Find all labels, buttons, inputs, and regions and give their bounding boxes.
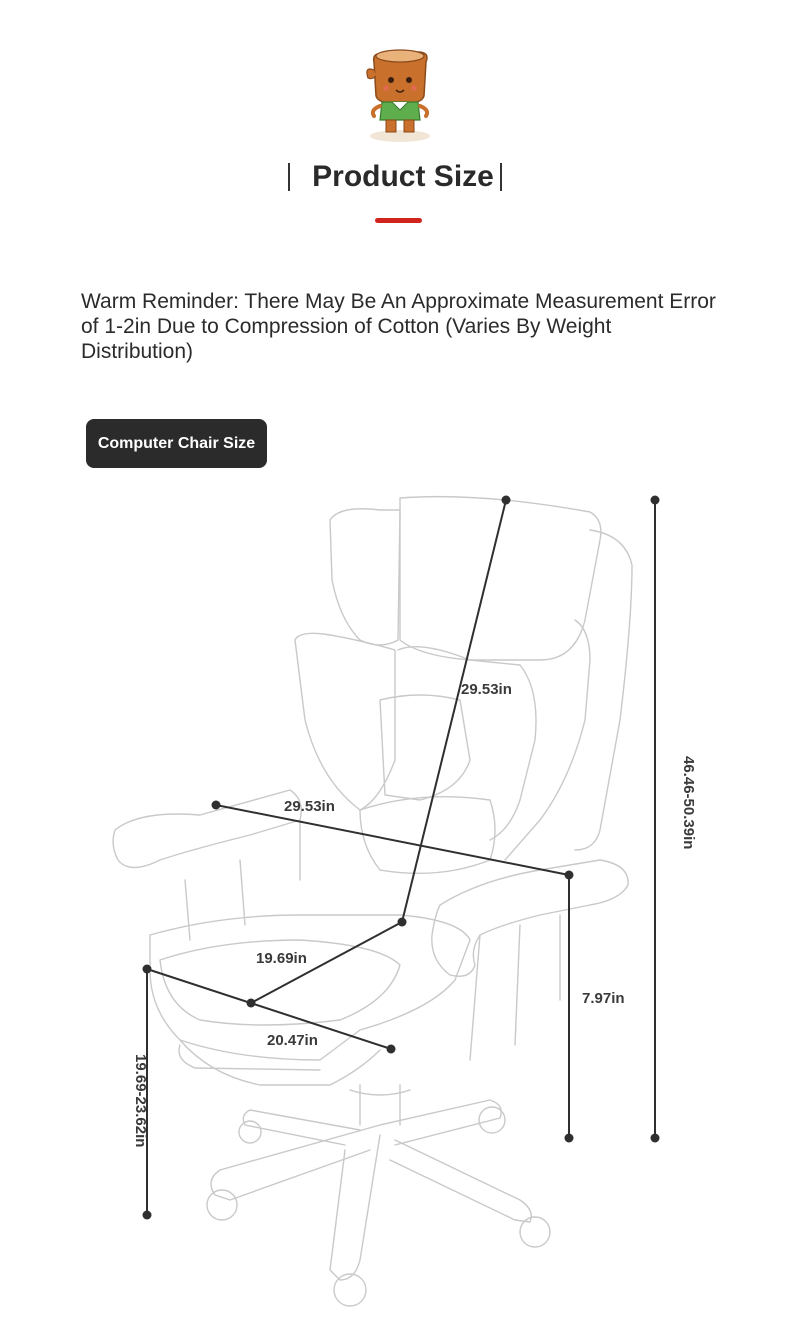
total-height-label: 46.46-50.39in <box>680 756 697 849</box>
page-title: Product Size <box>312 160 494 193</box>
section-title: Product Size <box>0 160 790 194</box>
title-caret <box>500 163 503 191</box>
chair-outline <box>112 495 633 1307</box>
tree-stump-mascot-icon <box>366 49 430 142</box>
dimension-lines <box>146 499 656 1215</box>
title-left-bar <box>287 163 290 191</box>
seat-front-label: 20.47in <box>267 1032 318 1049</box>
seat-width-line <box>215 804 570 876</box>
seat-depth-line <box>250 921 403 1004</box>
seat-front-line <box>146 968 392 1050</box>
seat-height-label: 19.69-23.62in <box>132 1054 149 1147</box>
seat-width-label: 29.53in <box>284 798 335 815</box>
title-underline <box>375 218 422 223</box>
armrest-height-label: 7.97in <box>582 990 625 1007</box>
dimension-endpoints <box>142 495 660 1220</box>
seat-depth-label: 19.69in <box>256 950 307 967</box>
back-height-line <box>401 499 507 923</box>
back-height-label: 29.53in <box>461 681 512 698</box>
warm-reminder-text: Warm Reminder: There May Be An Approxima… <box>81 290 716 363</box>
computer-chair-size-label: Computer Chair Size <box>86 419 267 468</box>
